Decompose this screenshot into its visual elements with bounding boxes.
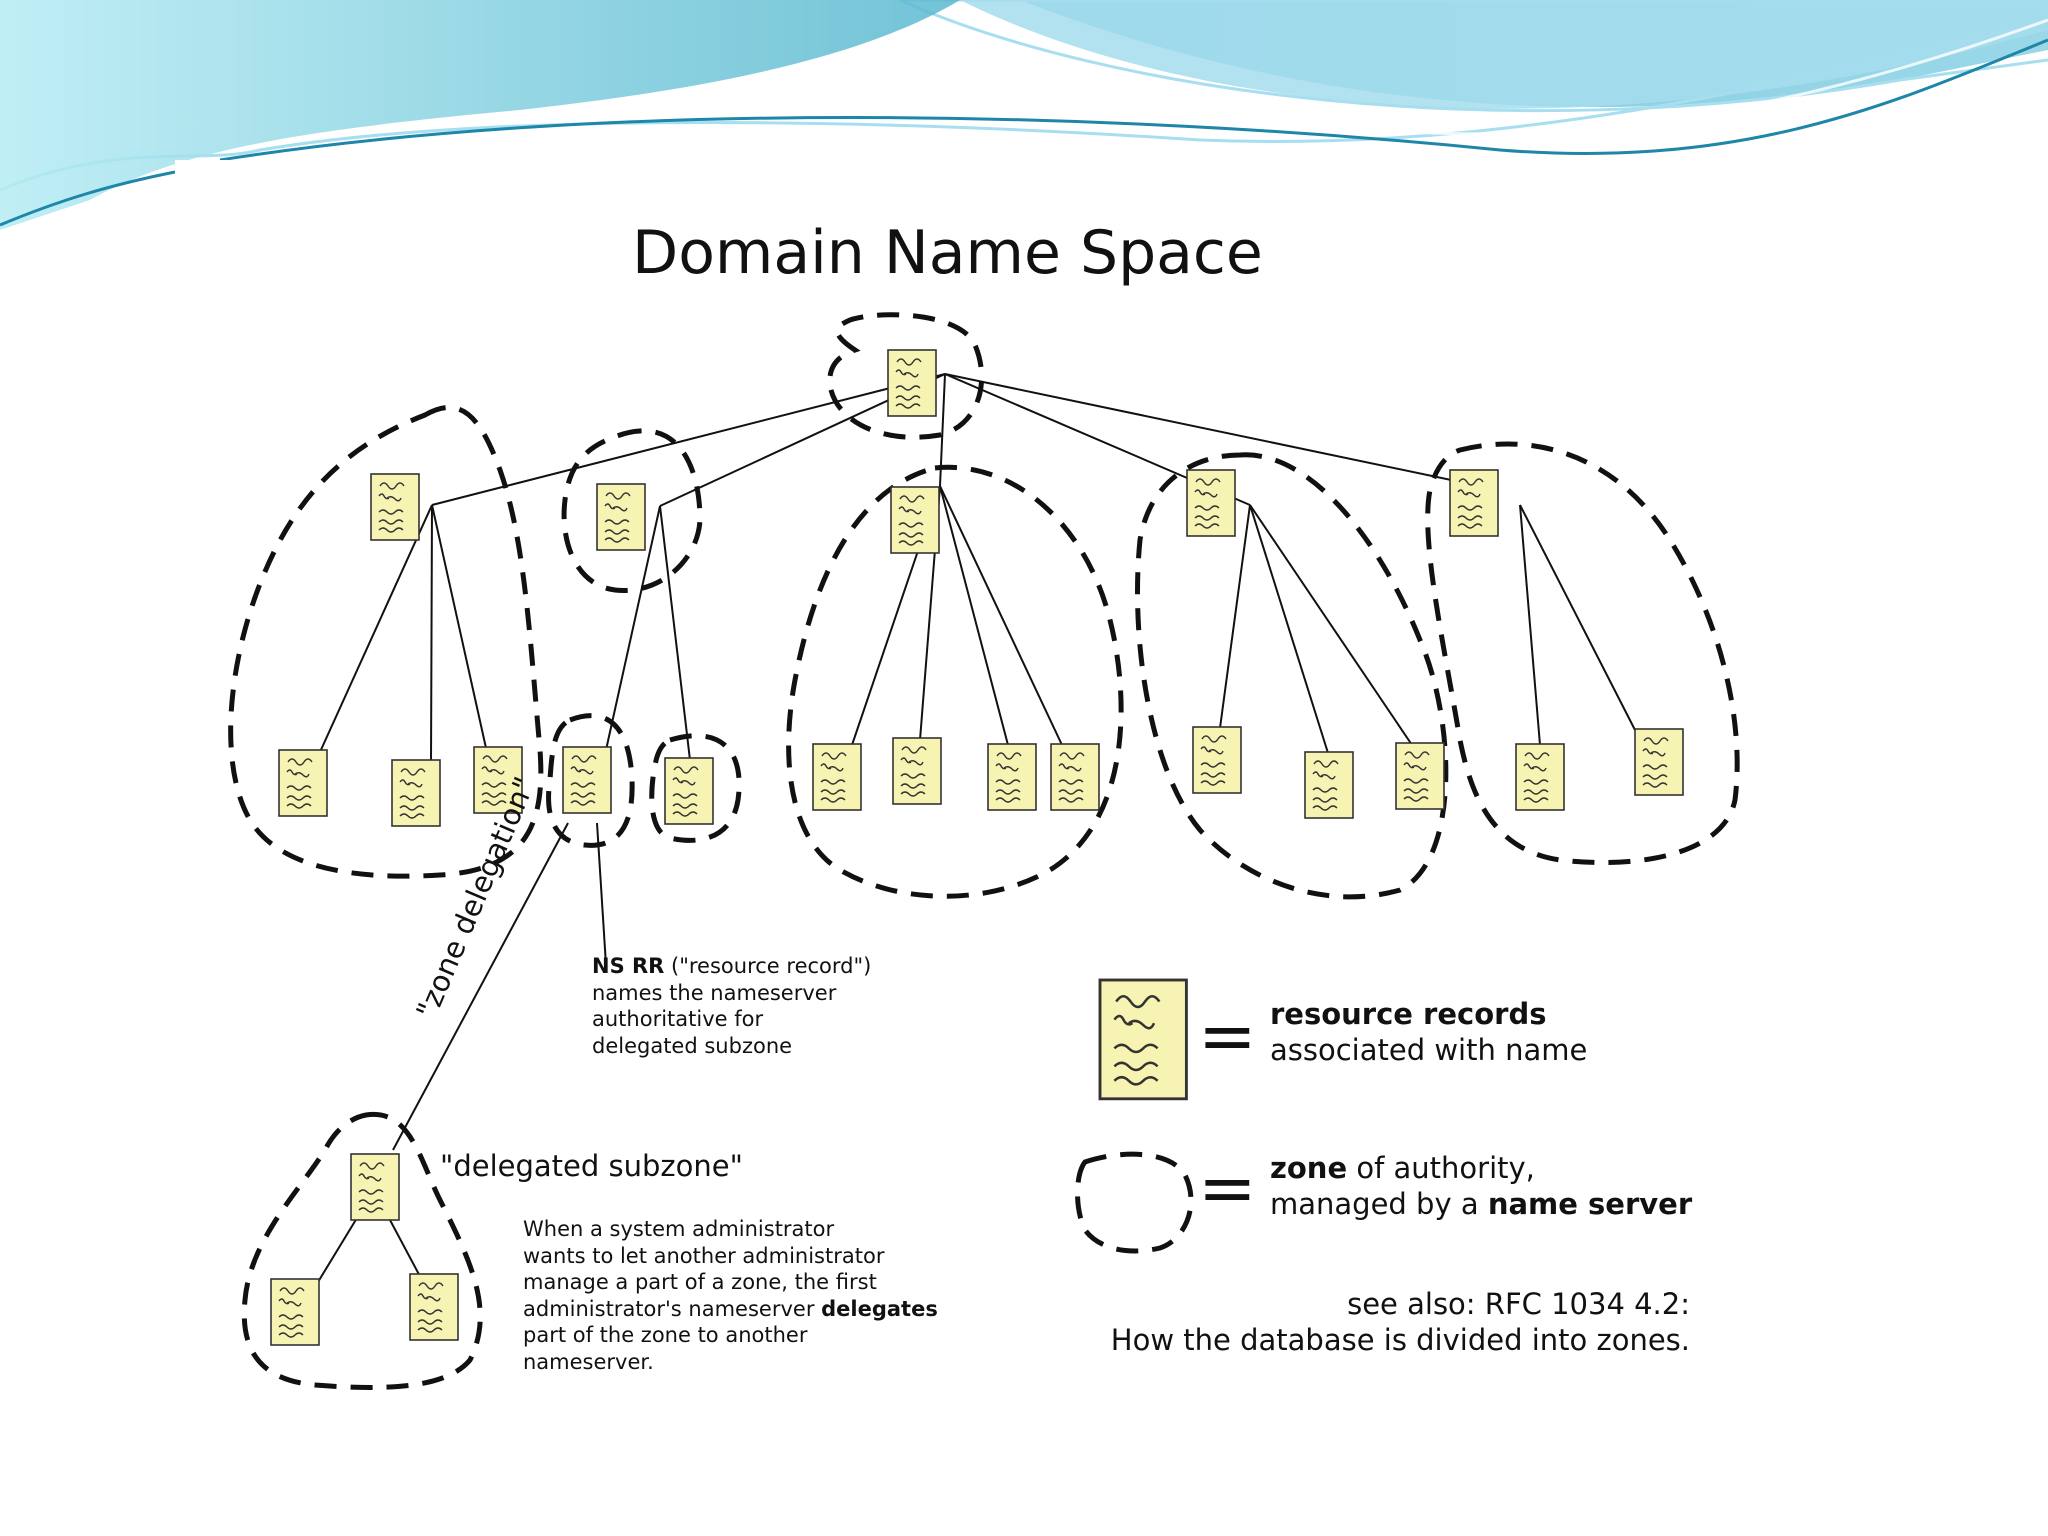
diagram-title: Domain Name Space [632,218,1263,288]
description-line5: part of the zone to another [523,1323,808,1347]
delegation-description: When a system administrator wants to let… [523,1216,938,1375]
ns-rr-line2: names the nameserver [592,980,837,1005]
resource-record-icon [270,1278,320,1346]
resource-record-icon [1515,743,1565,811]
see-also-line1: see also: RFC 1034 4.2: [1347,1287,1690,1321]
resource-record-icon [1395,742,1445,810]
resource-record-icon [1186,469,1236,537]
zone-small [561,428,703,593]
resource-record-icon [812,743,862,811]
zone-leaf [649,733,742,843]
resource-record-icon [887,349,937,417]
zone-delegated-subzone [241,1111,483,1390]
legend-record-icon [1098,978,1188,1101]
description-line3: manage a part of a zone, the first [523,1270,877,1294]
legend-zone-text: zone of authority, managed by a name ser… [1270,1150,1692,1222]
legend-zone-bold2: name server [1487,1187,1693,1221]
see-also-note: see also: RFC 1034 4.2: How the database… [1110,1286,1690,1358]
resource-record-icon [1304,751,1354,819]
description-line4: administrator's nameserver [523,1296,822,1321]
legend-records-title: resource records [1270,997,1547,1031]
legend-zone-bold: zone [1270,1151,1348,1185]
zone-delegated-node [546,713,635,848]
resource-record-icon [1192,726,1242,794]
equals-sign: = [1198,1147,1257,1229]
resource-record-icon [596,483,646,551]
ns-rr-line4: delegated subzone [592,1033,793,1058]
zone-right-1 [1135,452,1449,900]
ns-rr-bold: NS RR [592,954,665,978]
ns-rr-note: NS RR ("resource record") names the name… [592,953,871,1059]
resource-record-icon [664,757,714,825]
ns-rr-line1: ("resource record") [664,954,872,978]
legend-zone-line2: managed by a [1270,1187,1488,1221]
legend-records-line2: associated with name [1270,1033,1588,1067]
zone-left [228,404,544,879]
resource-record-icon [1634,728,1684,796]
resource-record-icon [278,749,328,817]
resource-record-icon [370,473,420,541]
legend-zone-sample [1075,1151,1194,1254]
resource-record-icon [890,486,940,554]
resource-record-icon [350,1153,400,1221]
description-line6: nameserver. [523,1349,654,1374]
header-banner [0,0,2048,230]
resource-record-icon [1449,469,1499,537]
see-also-line2: How the database is divided into zones. [1110,1323,1690,1357]
zone-right-2 [1425,441,1740,865]
zone-middle [786,464,1124,899]
resource-record-icon [987,743,1037,811]
legend-zone-line1: of authority, [1347,1151,1535,1185]
resource-record-icon [409,1273,459,1341]
resource-record-icon [391,759,441,827]
resource-record-icon [892,737,942,805]
resource-record-icon [562,746,612,814]
description-bold: delegates [821,1296,938,1321]
ns-rr-line3: authoritative for [592,1007,764,1031]
equals-sign: = [1198,995,1257,1077]
resource-record-icon [1050,743,1100,811]
legend-records-text: resource records associated with name [1270,996,1587,1068]
zone-root [827,312,984,440]
description-line1: When a system administrator [523,1217,835,1241]
delegated-subzone-label: "delegated subzone" [440,1149,743,1183]
description-line2: wants to let another administrator [523,1243,885,1268]
zones [228,312,1740,1390]
